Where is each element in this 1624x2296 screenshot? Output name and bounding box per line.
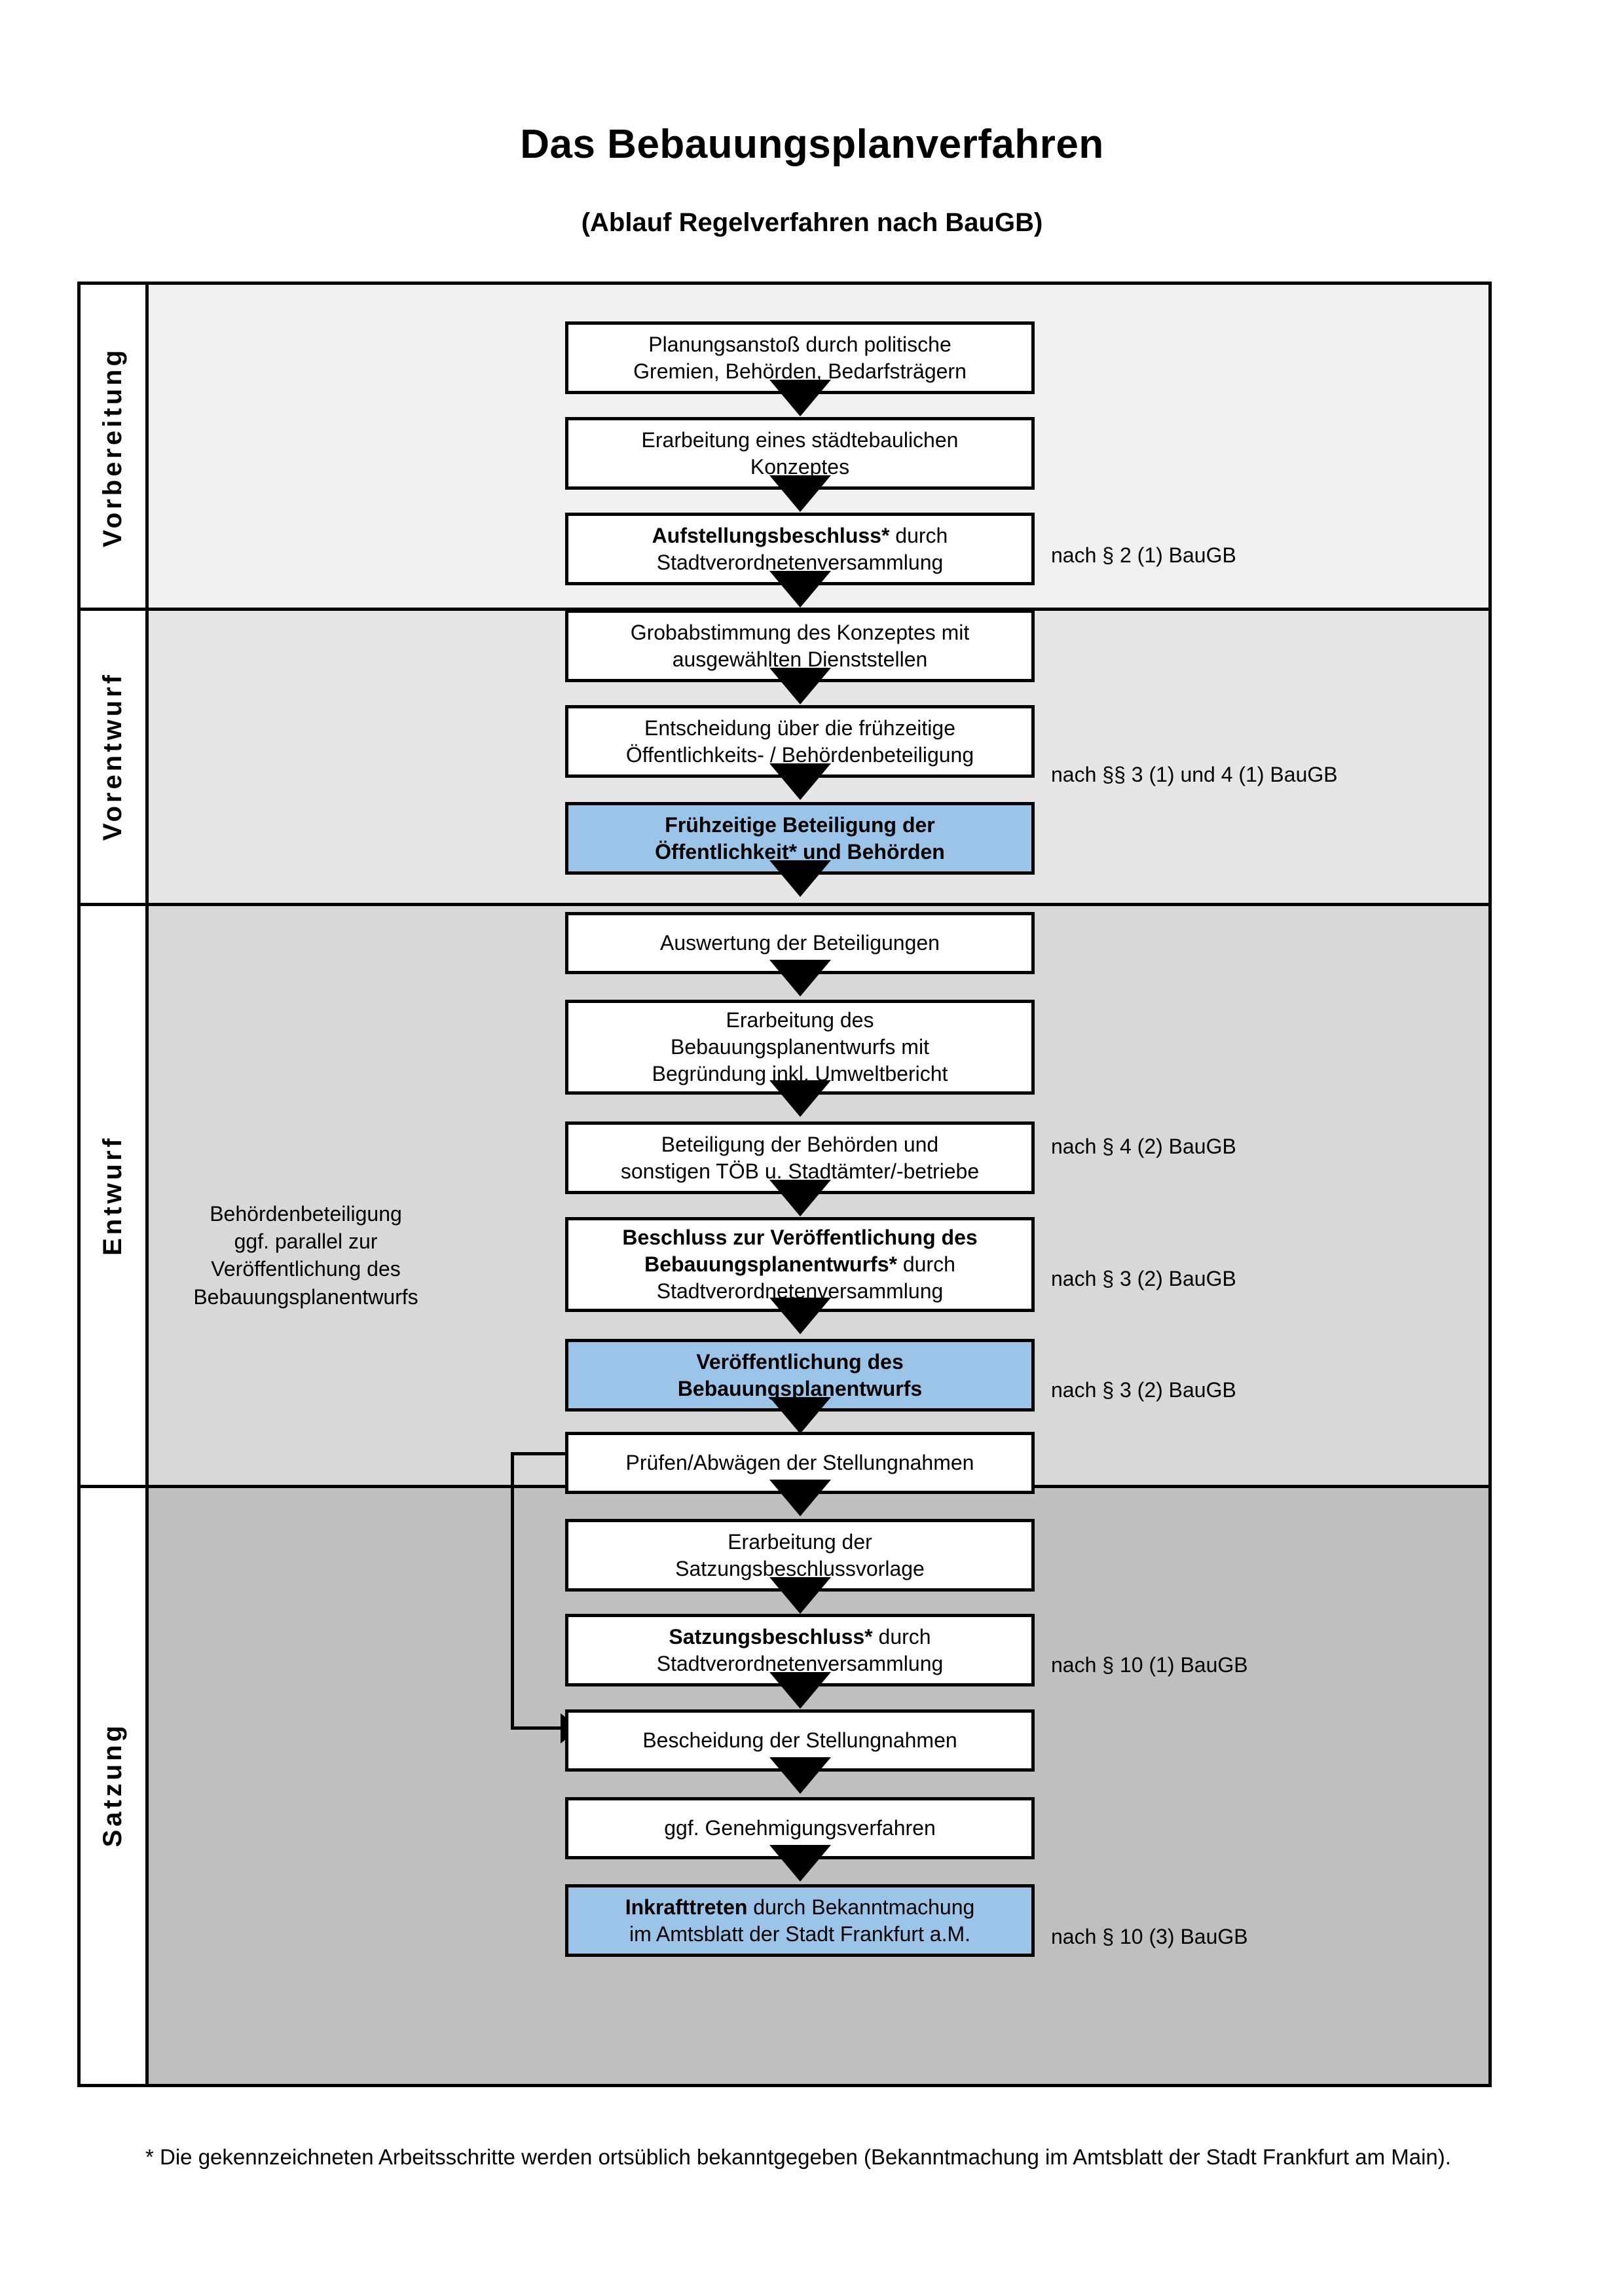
flow-node-line: Veröffentlichung des (696, 1349, 904, 1374)
flow-node-label: Beteiligung der Behörden und sonstigen TÖ… (621, 1131, 979, 1185)
flow-node-line: Auswertung der Beteiligungen (660, 931, 940, 955)
flow-node-line: Grobabstimmung des Konzeptes mit (630, 620, 970, 644)
flow-node-line: im Amtsblatt der Stadt Frankfurt a.M. (629, 1922, 971, 1946)
side-note-line: Bebauungsplanentwurfs (193, 1285, 418, 1309)
flow-node-line: ggf. Genehmigungsverfahren (664, 1816, 936, 1840)
flow-arrow-down-icon (769, 380, 831, 416)
flow-node-line: Bescheidung der Stellungnahmen (642, 1728, 957, 1753)
flow-node-line: Frühzeitige Beteiligung der (665, 812, 935, 837)
flow-node-inkrafttreten: Inkrafttreten durch Bekanntmachung im Amt… (565, 1884, 1035, 1957)
flow-node-line: Bebauungsplanentwurfs mit (671, 1035, 929, 1059)
flow-node-line: Planungsanstoß durch politische (648, 332, 951, 356)
band-separator (81, 903, 1488, 906)
flow-node-line: Beteiligung der Behörden und (661, 1132, 939, 1156)
flow-node-line: Stadtverordnetenversammlung (656, 550, 944, 574)
flow-arrow-down-icon (769, 960, 831, 996)
flow-node-line: ausgewählten Dienststellen (672, 647, 928, 671)
flow-arrow-down-icon (769, 1080, 831, 1117)
flow-node-bescheidung: Bescheidung der Stellungnahmen (565, 1709, 1035, 1772)
flow-arrow-down-icon (769, 1757, 831, 1794)
parallel-connector-vertical-segment (511, 1452, 514, 1730)
label-column-divider (145, 285, 149, 2084)
flow-arrow-down-icon (769, 1672, 831, 1709)
flow-arrow-down-icon (769, 1397, 831, 1434)
flow-node-line: Konzeptes (750, 454, 850, 479)
flow-node-line: Bebauungsplanentwurfs (677, 1376, 923, 1400)
flow-node-line: Beschluss zur Veröffentlichung des (622, 1226, 978, 1250)
flow-arrow-down-icon (769, 571, 831, 608)
flow-arrow-down-icon (769, 1845, 831, 1882)
legal-reference: nach § 4 (2) BauGB (1051, 1135, 1236, 1158)
phase-label-vorentwurf: Vorentwurf (81, 609, 145, 904)
parallel-connector-top-segment (511, 1452, 579, 1455)
side-note-line: Behördenbeteiligung (210, 1202, 402, 1226)
flow-node-label: Prüfen/Abwägen der Stellungnahmen (626, 1449, 974, 1476)
phase-label-satzung: Satzung (81, 1486, 145, 2084)
flow-node-line: Satzungsbeschlussvorlage (675, 1556, 925, 1580)
flow-node-line: Öffentlichkeits- / Behördenbeteiligung (625, 742, 974, 767)
flow-node-line: Erarbeitung des (726, 1008, 874, 1032)
flow-node-line: Gremien, Behörden, Bedarfsträgern (633, 359, 967, 383)
flow-node-line: Erarbeitung eines städtebaulichen (641, 428, 959, 452)
flow-node-line: Aufstellungsbeschluss* durch (652, 523, 948, 547)
flow-node-line: Entscheidung über die frühzeitige (644, 716, 955, 740)
flow-node-line: Bebauungsplanentwurfs* durch (644, 1252, 955, 1277)
flow-node-label: Bescheidung der Stellungnahmen (642, 1727, 957, 1754)
legal-reference: nach § 10 (3) BauGB (1051, 1925, 1248, 1948)
flow-node-line: sonstigen TÖB u. Stadtämter/-betriebe (620, 1159, 980, 1183)
page-title: Das Bebauungsplanverfahren (520, 122, 1104, 167)
side-note-line: Veröffentlichung des (211, 1257, 401, 1281)
page-subtitle: (Ablauf Regelverfahren nach BauGB) (581, 208, 1043, 237)
flow-node-label: Inkrafttreten durch Bekanntmachung im Amt… (625, 1894, 975, 1948)
legal-reference: nach § 2 (1) BauGB (1051, 543, 1236, 567)
phase-label-text: Vorbereitung (98, 346, 127, 547)
flow-arrow-down-icon (769, 475, 831, 512)
flow-arrow-down-icon (769, 1480, 831, 1516)
legal-reference: nach § 10 (1) BauGB (1051, 1653, 1248, 1677)
legal-reference: nach § 3 (2) BauGB (1051, 1378, 1236, 1402)
flow-node-label: Auswertung der Beteiligungen (660, 930, 940, 957)
flow-arrow-down-icon (769, 763, 831, 800)
phase-label-text: Vorentwurf (98, 672, 127, 841)
flow-arrow-down-icon (769, 668, 831, 704)
band-separator (81, 608, 1488, 611)
footnote-text: * Die gekennzeichneten Arbeitsschritte w… (145, 2145, 1451, 2169)
flow-node-line: Öffentlichkeit* und Behörden (655, 839, 945, 864)
phase-label-entwurf: Entwurf (81, 904, 145, 1486)
phase-label-text: Entwurf (98, 1135, 127, 1256)
flow-arrow-down-icon (769, 1577, 831, 1614)
legal-reference: nach §§ 3 (1) und 4 (1) BauGB (1051, 763, 1338, 786)
flow-node-line: Stadtverordnetenversammlung (656, 1651, 944, 1675)
flow-arrow-down-icon (769, 860, 831, 897)
flow-node-line: Inkrafttreten durch Bekanntmachung (625, 1895, 975, 1919)
phase-label-vorbereitung: Vorbereitung (81, 285, 145, 609)
flow-arrow-down-icon (769, 1180, 831, 1216)
flow-node-label: ggf. Genehmigungsverfahren (664, 1815, 935, 1842)
flow-node-label: Grobabstimmung des Konzeptes mit ausgewäh… (631, 619, 970, 673)
flow-node-line: Prüfen/Abwägen der Stellungnahmen (625, 1451, 974, 1475)
flowchart-frame: Vorbereitung Vorentwurf Entwurf Satzung … (77, 282, 1492, 2087)
side-note-line: ggf. parallel zur (234, 1230, 378, 1254)
flow-arrow-down-icon (769, 1298, 831, 1334)
parallel-connector-bottom-segment (511, 1726, 562, 1730)
flow-node-line: Erarbeitung der (728, 1529, 872, 1554)
phase-label-text: Satzung (98, 1722, 127, 1848)
legal-reference: nach § 3 (2) BauGB (1051, 1267, 1236, 1290)
flow-node-line: Satzungsbeschluss* durch (669, 1624, 931, 1649)
